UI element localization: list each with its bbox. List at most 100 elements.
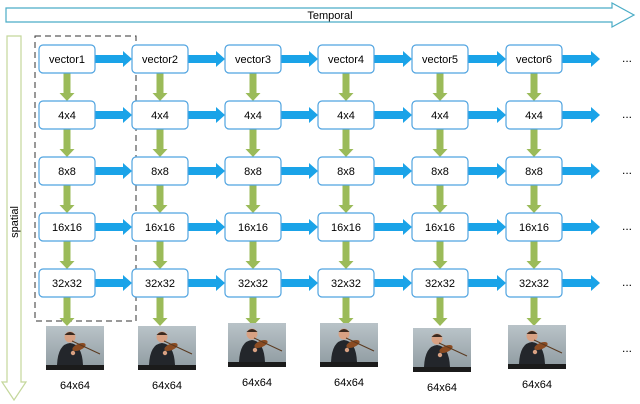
grid-node: 16x16: [317, 212, 375, 242]
node-box: [38, 268, 96, 298]
temporal-arrow: [468, 219, 506, 235]
continuation-ellipsis: ...: [622, 219, 632, 233]
node-box: [131, 100, 189, 130]
spatial-arrow: [152, 129, 168, 157]
node-box: [411, 100, 469, 130]
node-label: 32x32: [52, 278, 82, 290]
spatial-arrow: [152, 241, 168, 269]
node-label: 8x8: [151, 166, 169, 178]
video-frame: [46, 326, 104, 370]
spatial-arrow: [526, 73, 542, 101]
grid-node: 16x16: [224, 212, 282, 242]
spatial-arrow: [432, 185, 448, 213]
frame-bottom-bar: [228, 362, 286, 367]
frame-label: 64x64: [152, 380, 182, 392]
frame-bottom-bar: [413, 367, 471, 372]
spatial-arrow: [432, 73, 448, 101]
node-label: 32x32: [519, 278, 549, 290]
node-label: 16x16: [52, 222, 82, 234]
node-label: 4x4: [337, 110, 355, 122]
node-layer: vector1 4x4 8x8 16x16 32x32 vector2 4x4 8x8 16x1…: [38, 44, 632, 355]
node-label: 32x32: [425, 278, 455, 290]
node-box: [38, 44, 96, 74]
node-box: [317, 212, 375, 242]
node-box: [131, 156, 189, 186]
node-box: [505, 268, 563, 298]
grid-node: vector3: [224, 44, 282, 74]
node-box: [224, 100, 282, 130]
grid-node: vector2: [131, 44, 189, 74]
temporal-arrow: [281, 219, 318, 235]
temporal-axis-arrow: [5, 1, 636, 29]
grid-node: vector5: [411, 44, 469, 74]
node-label: vector5: [422, 54, 458, 66]
grid-node: 4x4: [38, 100, 96, 130]
grid-node: 8x8: [131, 156, 189, 186]
node-label: vector2: [142, 54, 178, 66]
grid-node: vector4: [317, 44, 375, 74]
spatial-arrow: [432, 241, 448, 269]
temporal-arrow: [188, 275, 225, 291]
violinist-icon: [149, 331, 193, 365]
temporal-arrow: [562, 219, 600, 235]
violinist-icon: [331, 328, 375, 362]
grid-node: 16x16: [411, 212, 469, 242]
node-label: vector3: [235, 54, 271, 66]
node-box: [131, 44, 189, 74]
temporal-axis: Temporal: [5, 1, 636, 29]
node-box: [411, 212, 469, 242]
node-box: [317, 156, 375, 186]
node-box: [224, 268, 282, 298]
temporal-arrow: [562, 275, 600, 291]
node-label: 4x4: [151, 110, 169, 122]
video-frame: [228, 323, 286, 367]
spatial-arrow: [245, 185, 261, 213]
violinist-icon: [519, 330, 563, 364]
continuation-ellipsis: ...: [622, 341, 632, 355]
grid-node: 32x32: [38, 268, 96, 298]
video-frame: [508, 325, 566, 369]
spatial-arrow: [245, 297, 261, 326]
video-frame: [320, 323, 378, 367]
temporal-arrow: [95, 219, 132, 235]
spatial-arrow: [245, 73, 261, 101]
node-label: 16x16: [238, 222, 268, 234]
temporal-arrow: [468, 107, 506, 123]
node-label: vector4: [328, 54, 364, 66]
temporal-arrow: [374, 51, 412, 67]
violinist-icon: [57, 331, 101, 365]
grid-node: 32x32: [131, 268, 189, 298]
continuation-ellipsis: ...: [622, 51, 632, 65]
continuation-ellipsis: ...: [622, 275, 632, 289]
node-label: 16x16: [519, 222, 549, 234]
spatial-axis: spatial: [0, 35, 28, 402]
spatial-arrow: [59, 73, 75, 101]
spatial-arrow: [59, 129, 75, 157]
temporal-arrow: [468, 163, 506, 179]
frame-bottom-bar: [138, 365, 196, 370]
spatial-arrow: [59, 185, 75, 213]
grid-node: 8x8: [505, 156, 563, 186]
frame-label: 64x64: [334, 377, 364, 389]
grid-node: 4x4: [505, 100, 563, 130]
node-box: [131, 268, 189, 298]
node-label: 8x8: [244, 166, 262, 178]
node-box: [411, 268, 469, 298]
spatial-arrow: [59, 297, 75, 326]
grid-node: 16x16: [131, 212, 189, 242]
node-label: 4x4: [244, 110, 262, 122]
node-label: vector1: [49, 54, 85, 66]
node-box: [317, 44, 375, 74]
temporal-arrow: [468, 51, 506, 67]
grid-node: 4x4: [317, 100, 375, 130]
node-box: [505, 156, 563, 186]
spatial-axis-arrow: [0, 35, 28, 402]
temporal-arrow: [562, 163, 600, 179]
spatial-arrow: [526, 297, 542, 326]
violinist-icon: [239, 328, 283, 362]
temporal-arrow: [562, 107, 600, 123]
node-box: [505, 100, 563, 130]
frame-bottom-bar: [508, 364, 566, 369]
temporal-arrow: [281, 107, 318, 123]
